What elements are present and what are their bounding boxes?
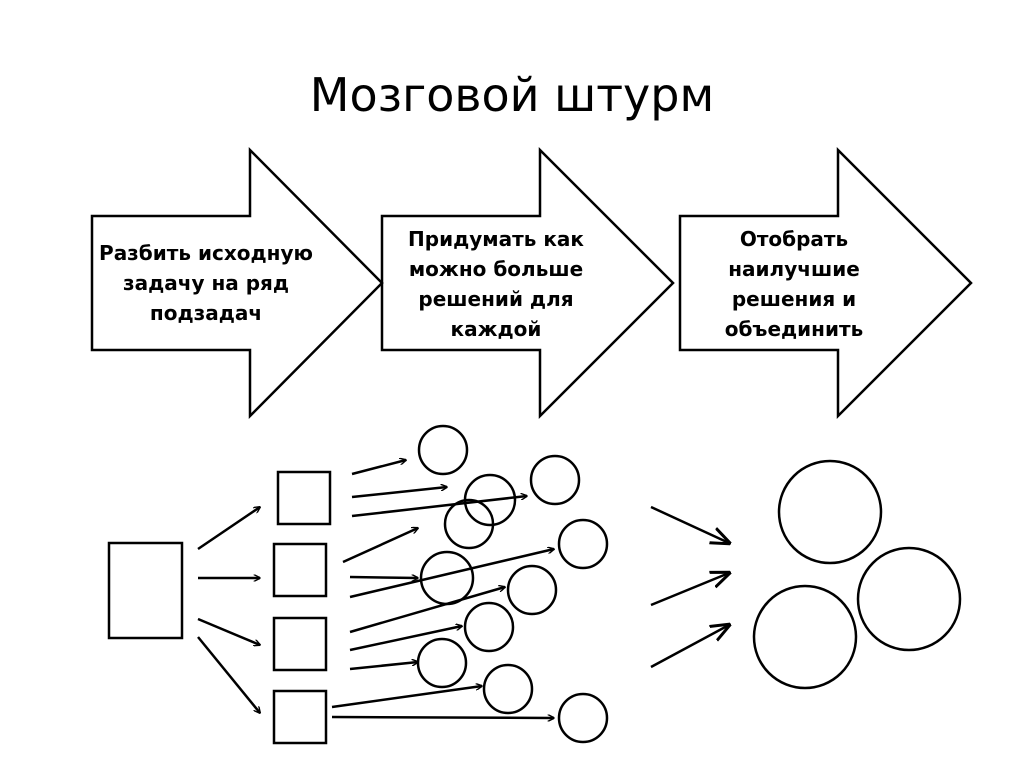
split-arrow <box>197 507 260 551</box>
best-solution-circle <box>777 459 883 565</box>
idea-arrow <box>349 587 505 634</box>
idea-arrow <box>351 496 527 518</box>
idea-arrow <box>349 626 462 652</box>
solution-circle <box>443 498 495 550</box>
step-arrow-2 <box>380 146 675 420</box>
select-arrow <box>650 573 729 607</box>
best-solution-circle <box>856 546 962 652</box>
step-arrow-1 <box>90 146 384 420</box>
step-arrow-3 <box>678 146 973 420</box>
idea-arrow <box>351 487 447 499</box>
initial-task-rect <box>107 541 184 640</box>
subtask-rect <box>272 616 328 672</box>
split-arrow <box>197 636 260 713</box>
step-2-label: Придумать как можно больше решений для к… <box>408 227 584 341</box>
subtask-rect <box>276 470 332 526</box>
solution-circle <box>557 692 609 744</box>
solution-circle <box>463 601 515 653</box>
idea-arrow <box>349 577 418 578</box>
solution-circle <box>529 454 581 506</box>
select-arrow <box>650 625 729 669</box>
select-arrow <box>650 505 729 543</box>
subtask-rect <box>272 542 328 598</box>
slide-title: Мозговой штурм <box>309 68 715 122</box>
split-arrow <box>197 617 260 645</box>
idea-arrow <box>351 460 406 476</box>
solution-circle <box>482 663 534 715</box>
subtask-rect <box>272 689 328 745</box>
idea-arrow <box>331 686 482 709</box>
idea-arrow <box>331 717 554 718</box>
solution-circle <box>557 518 609 570</box>
solution-circle <box>506 564 558 616</box>
solution-circle <box>417 424 469 476</box>
idea-arrow <box>342 528 418 564</box>
idea-arrow <box>349 662 418 671</box>
solution-circle <box>416 637 468 689</box>
idea-arrow <box>349 549 554 599</box>
step-1-label: Разбить исходную задачу на ряд подзадач <box>99 241 313 325</box>
best-solution-circle <box>752 584 858 690</box>
step-3-label: Отобрать наилучшие решения и объединить <box>724 227 864 341</box>
